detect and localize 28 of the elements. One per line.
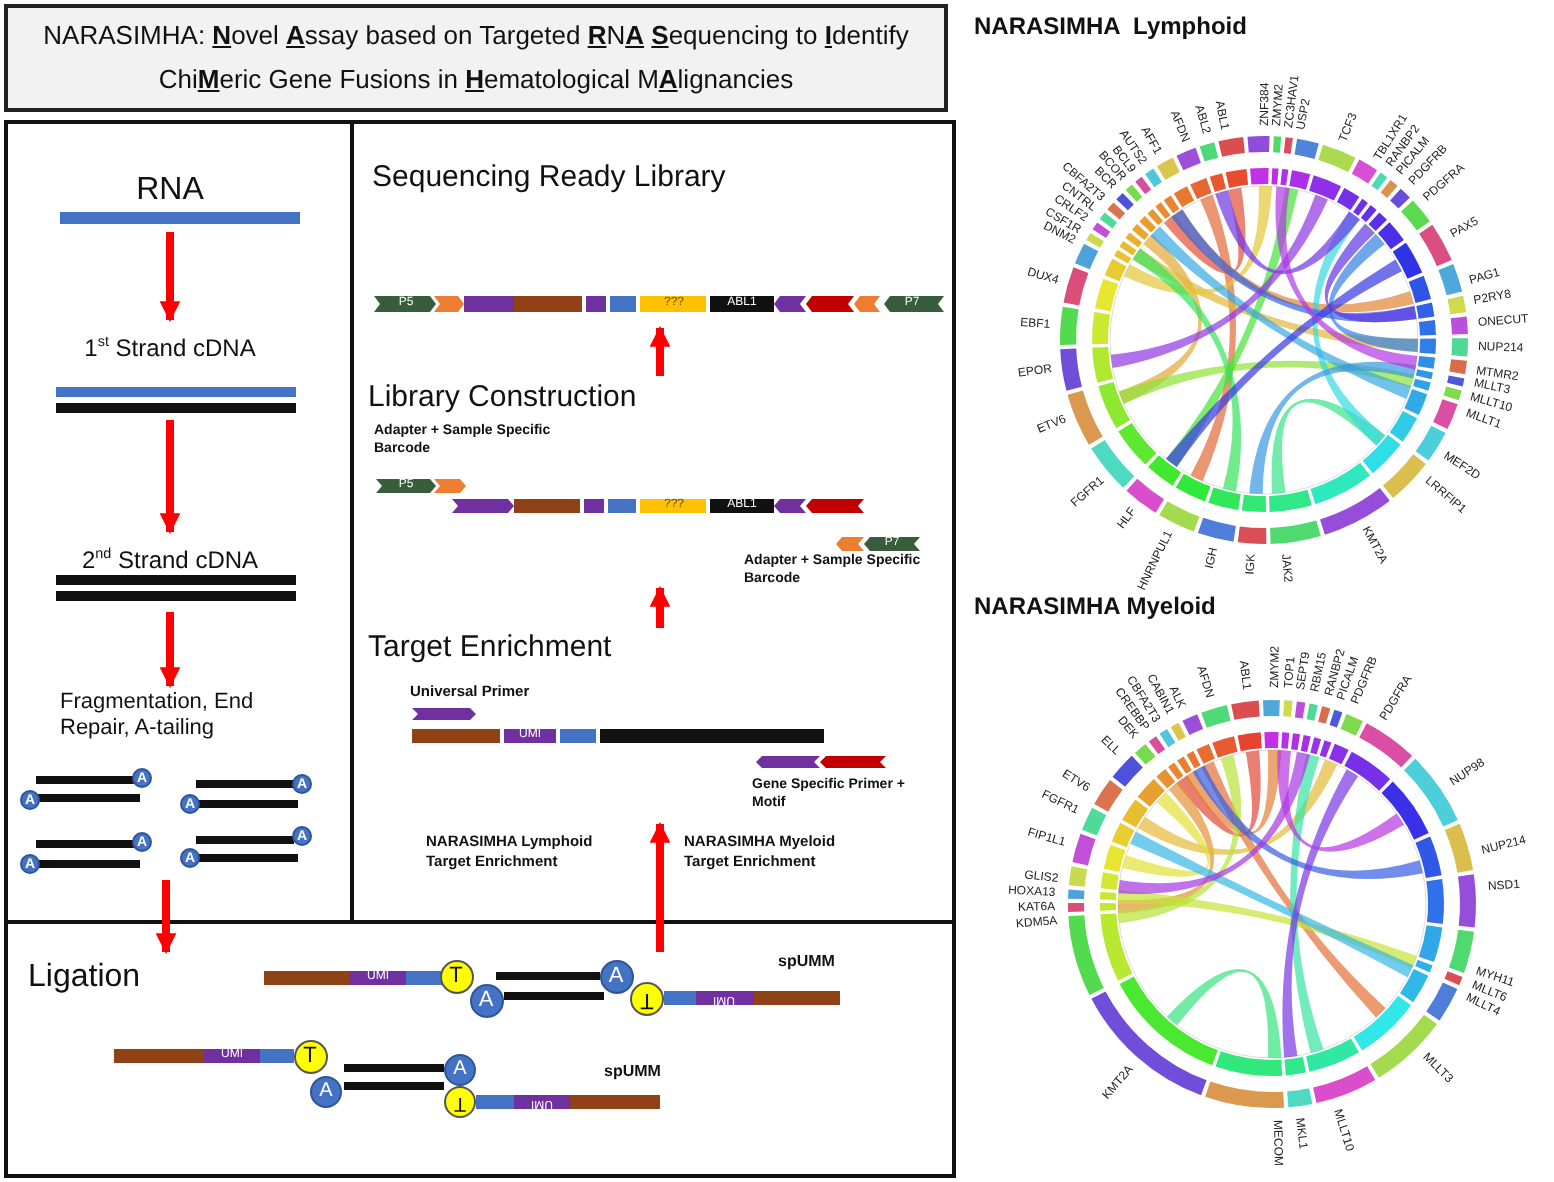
stage-heading: Library Construction: [368, 380, 637, 416]
stage-heading: 2$^{nd}$ Strand cDNA: [81, 545, 259, 575]
annotation: spUMM: [778, 952, 835, 973]
nucleotide-circle: T: [439, 959, 473, 993]
stage-heading: Sequencing Ready Library: [372, 160, 726, 196]
diagram-title: NARASIMHA: Novel Assay based on Targeted RNA Sequencing to Identify ChiMeric Gene Fusions in Hematological MAlignancies: [41, 17, 911, 98]
nucleotide-circle: T: [293, 1039, 327, 1073]
nucleotide-circle: T: [629, 981, 663, 1015]
stage-heading: Fragmentation, End Repair, A-tailing: [60, 690, 256, 743]
stage-heading: 1$^{st}$ Strand cDNA: [84, 333, 256, 363]
stage-heading: RNA: [136, 170, 204, 210]
arrow: [649, 585, 671, 628]
arrow: [649, 325, 671, 376]
nucleotide-circle: A: [469, 983, 503, 1017]
nucleotide-circle: A: [444, 1054, 476, 1086]
stage-heading: Ligation: [28, 958, 141, 997]
chart-title: NARASIMHA Myeloid: [974, 592, 1216, 620]
arrow: [155, 880, 177, 955]
chart-title: NARASIMHA Lymphoid: [974, 12, 1247, 40]
annotation: spUMM: [604, 1062, 661, 1083]
stage-heading: Target Enrichment: [368, 630, 612, 666]
nucleotide-circle: A: [310, 1076, 342, 1108]
nucleotide-circle: A: [599, 959, 633, 993]
arrow: [159, 612, 181, 689]
arrow: [159, 420, 181, 535]
nucleotide-circle: T: [444, 1086, 476, 1118]
arrow: [159, 232, 181, 323]
arrow: [649, 821, 671, 952]
